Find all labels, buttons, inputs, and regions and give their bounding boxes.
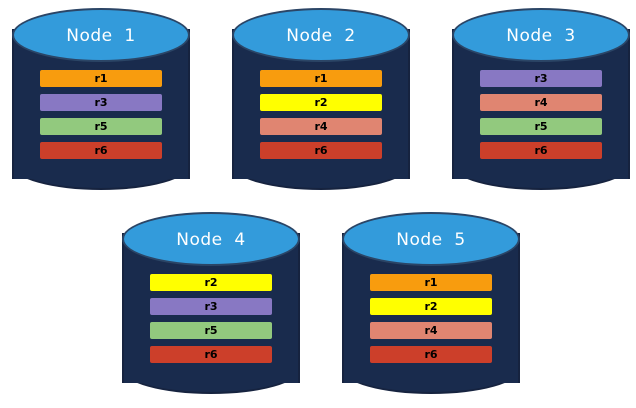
node-cylinder-top: Node 3 [452, 8, 630, 62]
node-cylinder-top: Node 2 [232, 8, 410, 62]
replica-list: r1 r2 r4 r6 [260, 70, 382, 159]
node-label: Node 1 [66, 26, 136, 46]
replica-bar[interactable]: r2 [150, 274, 272, 291]
node-label: Node 3 [506, 26, 576, 46]
replica-bar[interactable]: r3 [480, 70, 602, 87]
replica-bar[interactable]: r5 [40, 118, 162, 135]
replica-bar[interactable]: r4 [260, 118, 382, 135]
replica-bar[interactable]: r1 [260, 70, 382, 87]
replica-list: r3 r4 r5 r6 [480, 70, 602, 159]
replica-bar[interactable]: r2 [260, 94, 382, 111]
node-cylinder-top: Node 4 [122, 212, 300, 266]
replica-bar[interactable]: r6 [40, 142, 162, 159]
node-label: Node 2 [286, 26, 356, 46]
replica-bar[interactable]: r6 [260, 142, 382, 159]
node-cylinder[interactable]: Node 3 r3 r4 r5 r6 [452, 8, 630, 194]
node-cylinder[interactable]: Node 1 r1 r3 r5 r6 [12, 8, 190, 194]
node-cylinder[interactable]: Node 5 r1 r2 r4 r6 [342, 212, 520, 398]
replica-bar[interactable]: r1 [40, 70, 162, 87]
replica-list: r1 r2 r4 r6 [370, 274, 492, 363]
replica-bar[interactable]: r5 [150, 322, 272, 339]
replica-bar[interactable]: r4 [480, 94, 602, 111]
node-label: Node 4 [176, 230, 246, 250]
replica-bar[interactable]: r6 [150, 346, 272, 363]
node-cylinder[interactable]: Node 2 r1 r2 r4 r6 [232, 8, 410, 194]
replica-bar[interactable]: r6 [370, 346, 492, 363]
replica-bar[interactable]: r6 [480, 142, 602, 159]
replica-bar[interactable]: r4 [370, 322, 492, 339]
replica-bar[interactable]: r1 [370, 274, 492, 291]
replica-bar[interactable]: r5 [480, 118, 602, 135]
node-cylinder-top: Node 5 [342, 212, 520, 266]
replica-bar[interactable]: r3 [40, 94, 162, 111]
replica-bar[interactable]: r2 [370, 298, 492, 315]
replica-list: r2 r3 r5 r6 [150, 274, 272, 363]
node-cylinder[interactable]: Node 4 r2 r3 r5 r6 [122, 212, 300, 398]
replica-bar[interactable]: r3 [150, 298, 272, 315]
node-cylinder-top: Node 1 [12, 8, 190, 62]
node-label: Node 5 [396, 230, 466, 250]
replica-list: r1 r3 r5 r6 [40, 70, 162, 159]
